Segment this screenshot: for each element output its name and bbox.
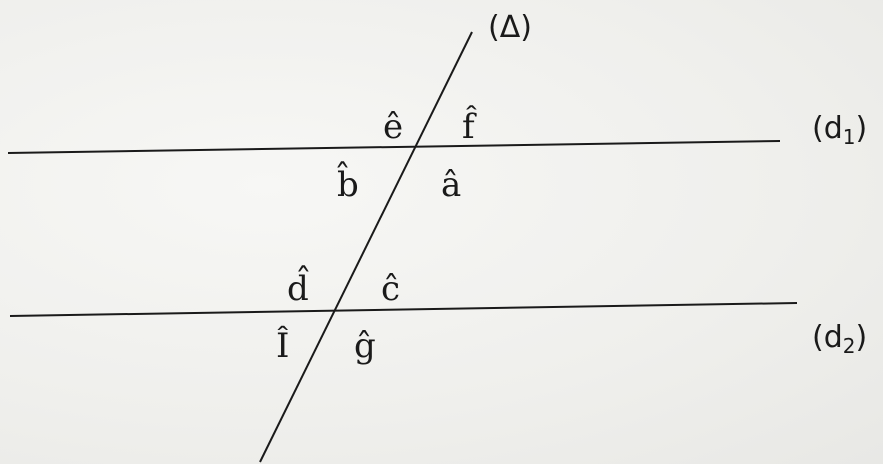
angle-i: Î (276, 325, 289, 366)
transversal-line (259, 31, 473, 463)
line-d1 (7, 140, 781, 154)
angle-f: f̂ (462, 105, 477, 147)
angle-g: ĝ (354, 326, 376, 366)
angle-e: ê (383, 107, 403, 147)
d1-label-prefix: (d (812, 111, 843, 146)
line-d2 (9, 302, 798, 317)
d2-label-prefix: (d (812, 320, 843, 355)
d2-label: (d2) (812, 320, 867, 358)
angle-b: b̂ (337, 162, 359, 205)
angle-c: ĉ (381, 269, 400, 309)
d1-label-suffix: ) (855, 111, 867, 146)
d1-label: (d1) (812, 111, 867, 149)
d1-label-sub: 1 (843, 125, 856, 149)
d2-label-suffix: ) (855, 320, 867, 355)
transversal-label: (Δ) (488, 10, 532, 45)
angle-d: d̂ (287, 266, 309, 309)
d2-label-sub: 2 (843, 334, 856, 358)
angle-a: â (441, 165, 461, 205)
